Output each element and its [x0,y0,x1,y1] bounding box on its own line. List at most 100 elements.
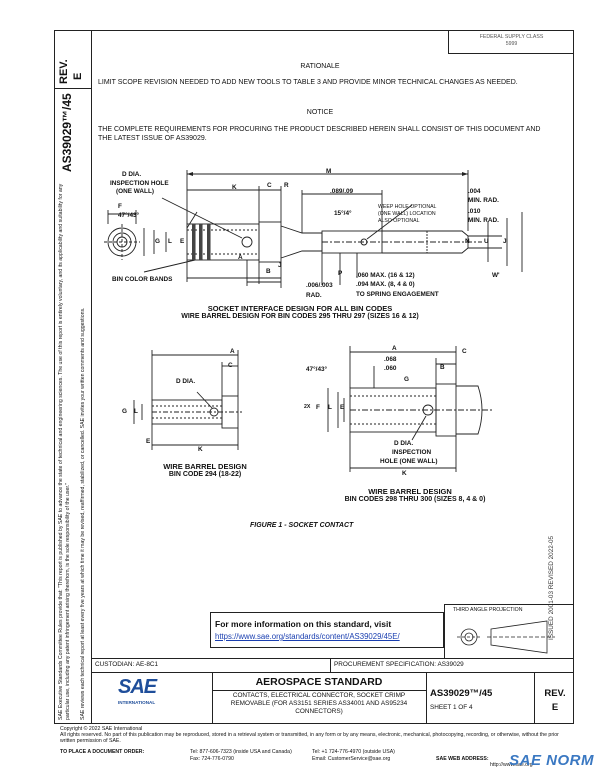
label-angle-47-right: 47°/43° [306,366,328,373]
email[interactable]: Email: CustomerService@sae.org [312,756,391,762]
rationale-text: LIMIT SCOPE REVISION NEEDED TO ADD NEW T… [98,79,518,86]
divider [212,690,426,691]
label-d060: .060 [384,365,397,372]
label-w: W' [492,272,500,279]
top-drawing-title: SOCKET INTERFACE DESIGN FOR ALL BIN CODE… [207,304,393,313]
divider [534,672,535,724]
divider [212,672,213,724]
label-weep-hole: WEEP HOLE OPTIONAL (ONE WALL) LOCATION A… [378,204,437,224]
page-frame [54,30,574,724]
inspection-hole [241,236,253,248]
procurement-spec: PROCUREMENT SPECIFICATION: AS39029 [334,661,464,668]
label-inspection-hole: INSPECTION HOLE [110,180,169,187]
label-g-right: G [404,376,409,383]
label-r: R [284,182,289,189]
margin-text-rules: SAE Executive Standards Committee Rules … [58,183,71,720]
divider [54,88,92,89]
label-l-left: L [134,408,138,415]
label-p: P [338,270,343,277]
label-max-094: .094 MAX. (8, 4 & 0) [356,281,415,288]
label-2x: 2X [304,404,311,410]
divider [330,658,331,672]
label-f: F [118,203,122,210]
third-angle-label: THIRD ANGLE PROJECTION [453,607,523,613]
label-a-right: A [392,345,397,352]
label-hole-one-wall: HOLE (ONE WALL) [380,458,438,465]
bin-color-bands [192,224,210,260]
info-box: For more information on this standard, v… [210,612,444,648]
third-angle-box: THIRD ANGLE PROJECTION [444,604,574,658]
label-a: A [238,254,243,261]
label-inspection-right: INSPECTION [392,449,432,456]
label-min-rad: MIN. RAD. [468,197,499,204]
label-rad: RAD. [306,292,322,299]
label-c-left: C [228,362,233,369]
label-c-right: C [462,348,467,355]
aerospace-standard: AEROSPACE STANDARD [255,676,383,688]
label-b: B [266,268,271,275]
figure-caption: FIGURE 1 - SOCKET CONTACT [250,522,354,529]
notice-title: NOTICE [306,109,334,116]
rev-value-vertical: E [72,72,84,80]
label-g-left: G [122,408,127,415]
label-angle-15: 15°/4° [334,210,352,217]
web-url[interactable]: http://www.sae.org [490,762,533,768]
label-f-right: F [316,404,320,411]
label-e-left: E [146,438,151,445]
doc-number: AS39029™/45 [430,688,493,699]
sae-norm-watermark: SAE NORM [509,752,594,769]
top-drawing-subtitle: WIRE BARREL DESIGN FOR BIN CODES 295 THR… [181,313,419,320]
label-r004: .004 [468,188,481,195]
label-d-dia-left: D DIA. [176,378,196,385]
sae-logo: SAE INTERNATIONAL [118,676,166,712]
tel-outside: Tel: +1 724-776-4970 (outside USA) [312,749,395,755]
label-u: U [484,238,489,245]
sheet-number: SHEET 1 OF 4 [430,704,473,711]
label-a-left: A [230,348,235,355]
supply-class-box: FEDERAL SUPPLY CLASS 5999 [448,30,574,54]
rationale-title: RATIONALE [300,63,340,70]
custodian: CUSTODIAN: AE-8C1 [95,661,159,668]
label-k-right: K [402,470,407,477]
label-j: J [278,262,282,269]
label-min-rad2: MIN. RAD. [468,217,499,224]
tel-inside: Tel: 877-606-7323 (inside USA and Canada… [190,749,292,755]
label-l-right: L [328,404,332,411]
third-angle-symbol-icon [457,620,555,654]
doc-description: CONTACTS, ELECTRICAL CONNECTOR, SOCKET C… [230,692,408,716]
divider [426,672,427,724]
label-rad-006: .006/.003 [306,282,333,289]
label-l: L [168,238,172,245]
label-d-dia: D DIA. [122,171,142,178]
label-e-right: E [340,404,345,411]
left-drawing-title: WIRE BARREL DESIGN [163,462,247,471]
label-k-left: K [198,446,203,453]
label-k: K [232,184,237,191]
label-to-spring: TO SPRING ENGAGEMENT [356,291,439,298]
right-drawing-title: WIRE BARREL DESIGN [368,487,452,496]
rev-label-vertical: REV. [58,59,70,84]
label-e: E [180,238,185,245]
supply-class-value: 5999 [505,41,518,47]
sae-logo-sub: INTERNATIONAL [118,700,156,705]
label-dim-089: .089/.09 [330,188,354,195]
notice-text: THE COMPLETE REQUIREMENTS FOR PROCURING … [98,126,541,142]
fax: Fax: 724-776-0790 [190,756,234,762]
supply-class-label: FEDERAL SUPPLY CLASS [479,34,544,40]
label-m: M [326,168,332,175]
label-c: C [267,182,272,189]
wire-barrel-body [186,223,260,261]
doc-id-vertical: AS39029™/45 [60,93,74,172]
standard-link[interactable]: https://www.sae.org/standards/content/AS… [215,632,400,641]
label-d068: .068 [384,356,397,363]
label-b-right: B [440,364,445,371]
rights: All rights reserved. No part of this pub… [60,732,559,744]
title-rev-value: E [551,702,559,713]
left-drawing-subtitle: BIN CODE 294 (18-22) [168,471,242,478]
label-n: N [465,238,470,245]
label-g: G [155,238,160,245]
sae-logo-text: SAE [118,676,157,698]
order-label: TO PLACE A DOCUMENT ORDER: [60,749,145,755]
socket-contact-drawing [104,170,523,472]
label-r010: .010 [468,208,481,215]
